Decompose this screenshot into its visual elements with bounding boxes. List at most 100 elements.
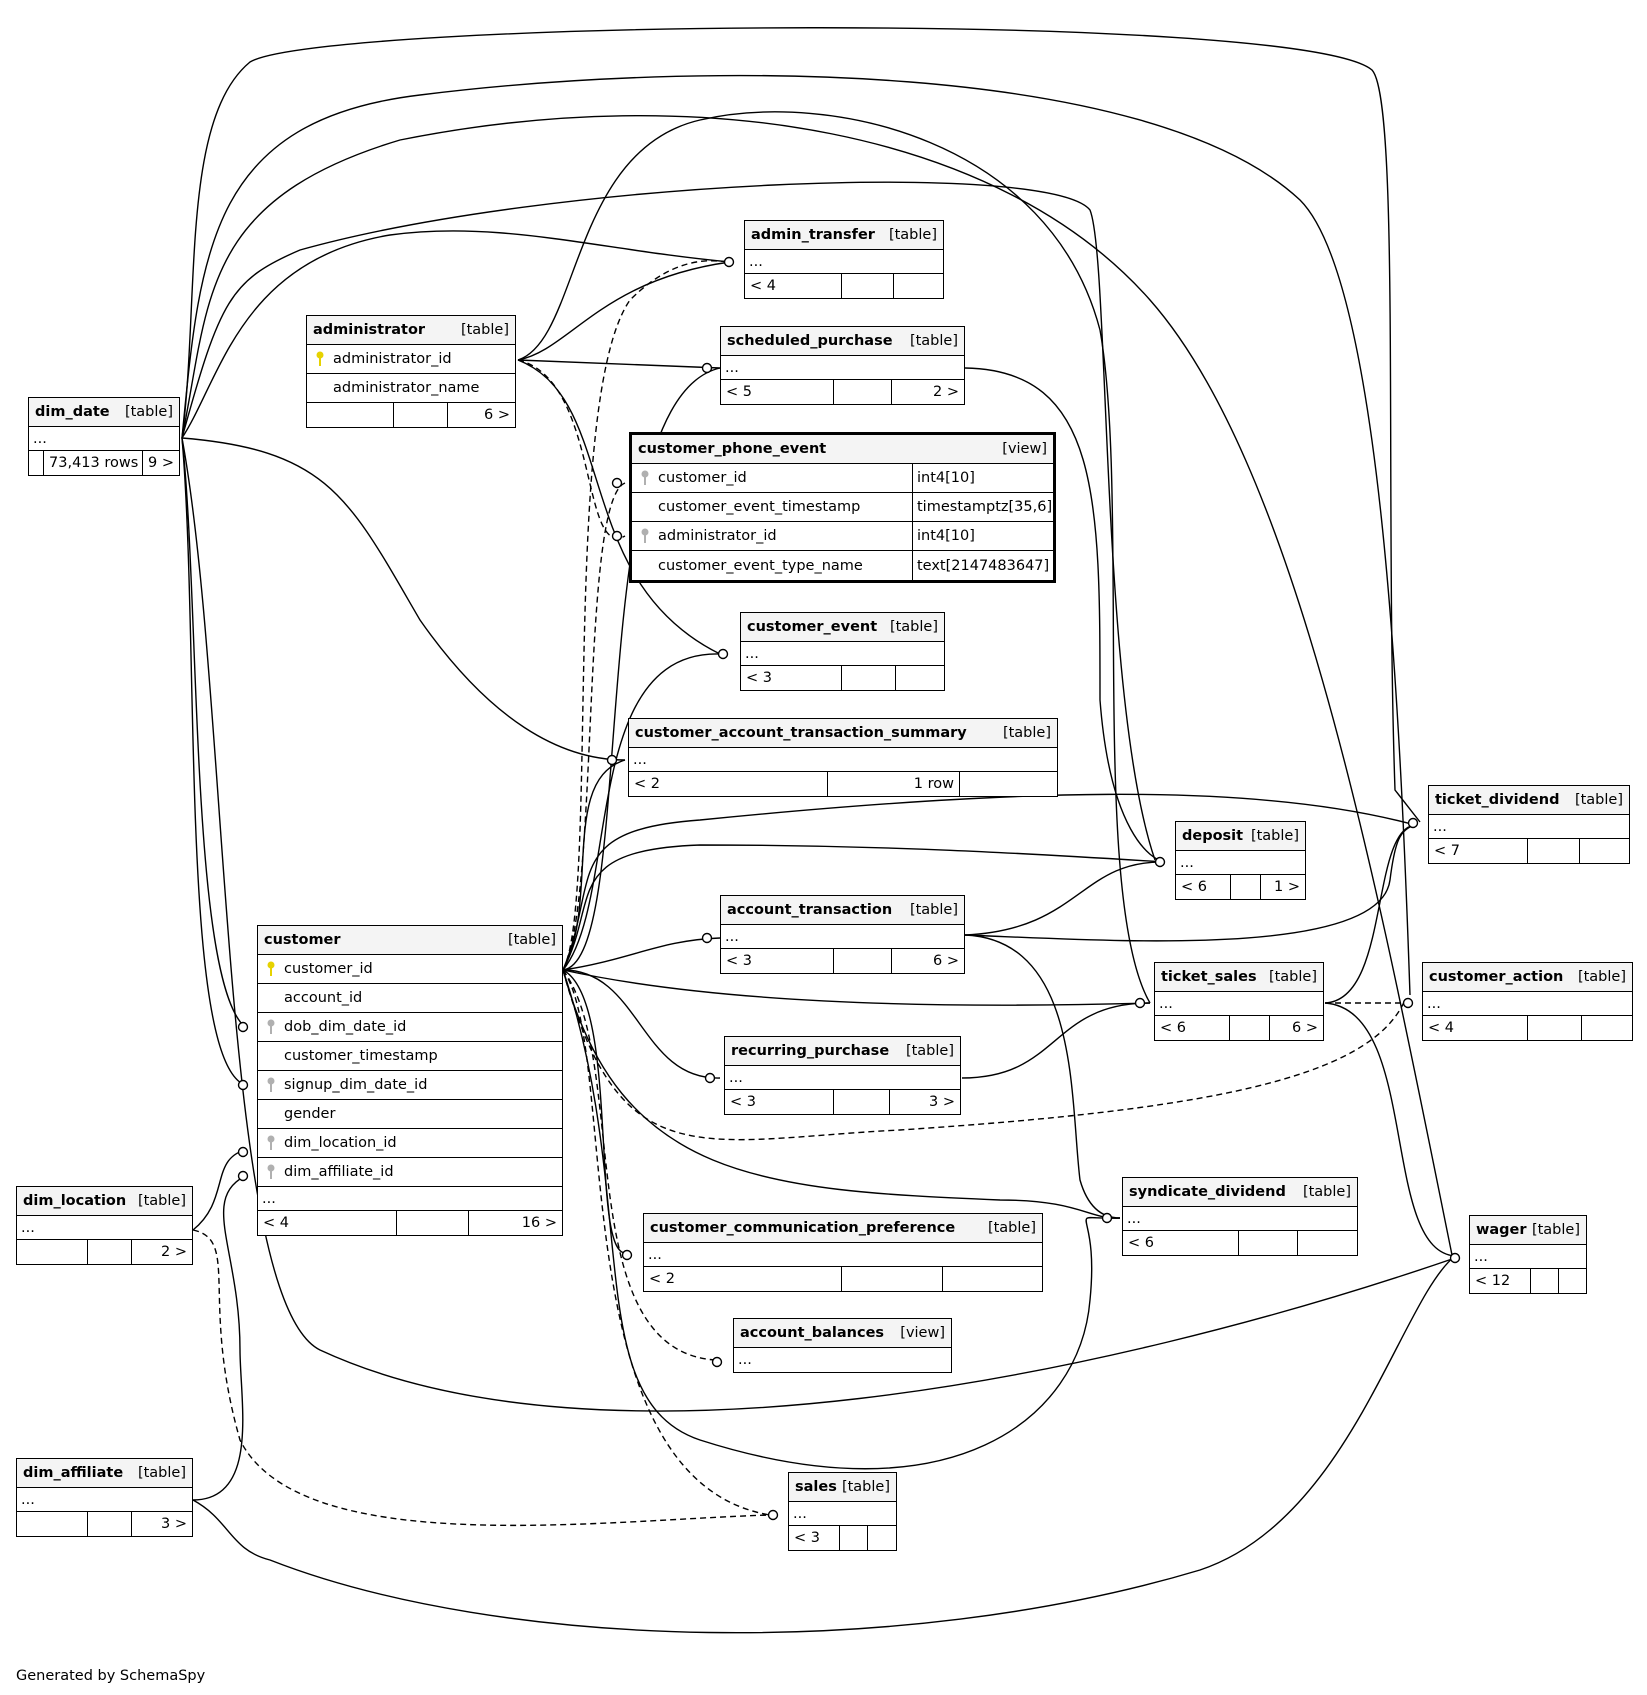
table-customer-account-transaction-summary[interactable]: customer_account_transaction_summary[tab… [628,718,1058,797]
column-label: administrator_id [658,528,777,544]
column-dim-location-id: dim_location_id [258,1129,562,1157]
table-admin-transfer[interactable]: admin_transfer[table] ... < 4 [744,220,944,299]
parents-count [29,451,43,475]
table-name: customer_account_transaction_summary [635,725,967,741]
edge-customer-deposit [562,844,1166,971]
parents-count: < 6 [1181,879,1207,895]
primary-key-icon [316,351,324,366]
table-type: [table] [987,1220,1036,1236]
column-label: administrator_id [333,351,452,367]
table-customer-event[interactable]: customer_event[table] ... < 3 [740,612,945,691]
table-type: [table] [1302,1184,1351,1200]
table-type: [table] [905,1043,954,1059]
parents-count: < 7 [1434,843,1460,859]
parents-count [17,1240,87,1264]
column-ellipsis: ... [33,430,47,447]
column-ellipsis: ... [738,1352,752,1368]
edge-ticketsales-ticketdividend [1324,824,1416,1004]
row-count [833,380,891,404]
row-count [396,1211,468,1235]
table-sales[interactable]: sales[table] ... < 3 [788,1472,897,1551]
parents-count: < 5 [726,384,752,400]
edge-accounttx-ticketdividend [964,824,1416,942]
generated-by-footer: Generated by SchemaSpy [16,1668,206,1684]
children-count: 9 > [142,451,179,475]
parents-count [17,1512,87,1536]
edge-admin-admintransfer [517,261,731,361]
edge-customer-recurring [562,969,721,1079]
column-administrator-name: administrator_name [333,380,480,396]
column-ellipsis: ... [648,1246,662,1263]
table-type: [table] [909,902,958,918]
table-type: [table] [507,932,556,948]
children-count: 6 > [891,949,964,973]
table-name: dim_location [23,1193,127,1209]
table-customer[interactable]: customer[table] customer_id account_id d… [257,925,563,1236]
column-customer-event-type-name: customer_event_type_name [658,557,863,574]
table-name: dim_date [35,404,110,420]
edge-dimdate-customeraction [181,74,1411,996]
edge-customer-ticketsales [562,969,1151,1006]
view-account-balances[interactable]: account_balances[view] ... [733,1318,952,1373]
table-type: [table] [1574,792,1623,808]
table-name: customer_event [747,619,878,635]
column-ellipsis: ... [633,751,647,768]
column-administrator-id: administrator_id [307,345,515,373]
table-name: syndicate_dividend [1129,1184,1286,1200]
column-ellipsis: ... [1474,1248,1488,1265]
parents-count: < 3 [746,670,772,686]
table-name: account_transaction [727,902,893,918]
row-count [841,1267,942,1291]
table-syndicate-dividend[interactable]: syndicate_dividend[table] ... < 6 [1122,1177,1358,1256]
parents-count: < 2 [649,1271,675,1287]
children-count: 3 > [131,1512,192,1536]
column-ellipsis: ... [1427,995,1441,1012]
table-wager[interactable]: wager[table] ... < 12 [1469,1215,1587,1294]
table-name: recurring_purchase [731,1043,890,1059]
children-count [867,1526,896,1550]
column-ellipsis: ... [745,645,759,662]
table-type: [table] [888,227,937,243]
column-ellipsis: ... [793,1505,807,1522]
table-dim-location[interactable]: dim_location[table] ... 2 > [16,1186,193,1265]
table-administrator[interactable]: administrator[table] administrator_id ad… [306,315,516,428]
table-name: account_balances [740,1325,885,1341]
children-count: 16 > [468,1211,562,1235]
edge-recurring-ticketsales [961,1002,1151,1079]
row-count [841,274,893,298]
children-count [895,666,944,690]
table-name: customer_action [1429,969,1564,985]
table-customer-action[interactable]: customer_action[table] ... < 4 [1422,962,1633,1041]
table-name: deposit [1182,828,1244,844]
column-gender: gender [284,1106,336,1122]
table-type: [table] [841,1479,890,1495]
parents-count: < 6 [1160,1020,1186,1036]
column-ellipsis: ... [21,1491,35,1508]
children-count: 1 > [1260,875,1305,899]
parents-count: < 3 [794,1530,820,1546]
column-ellipsis: ... [1159,995,1173,1012]
edge-dimdate-customer-signup [181,437,246,1086]
table-dim-affiliate[interactable]: dim_affiliate[table] ... 3 > [16,1458,193,1537]
table-customer-communication-preference[interactable]: customer_communication_preference[table]… [643,1213,1043,1292]
table-name: customer [264,932,341,948]
children-count: 3 > [889,1090,960,1114]
edge-location-customer [192,1149,246,1231]
foreign-key-icon [267,1019,275,1034]
table-type: [view] [1002,441,1047,457]
children-count: 2 > [891,380,964,404]
table-ticket-dividend[interactable]: ticket_dividend[table] ... < 7 [1428,785,1630,864]
column-label: dob_dim_date_id [284,1019,407,1035]
edge-admin-scheduled [517,359,721,369]
table-name: sales [795,1479,837,1495]
row-count [1527,1016,1581,1040]
parents-count: < 12 [1475,1273,1511,1289]
table-name: dim_affiliate [23,1465,124,1481]
